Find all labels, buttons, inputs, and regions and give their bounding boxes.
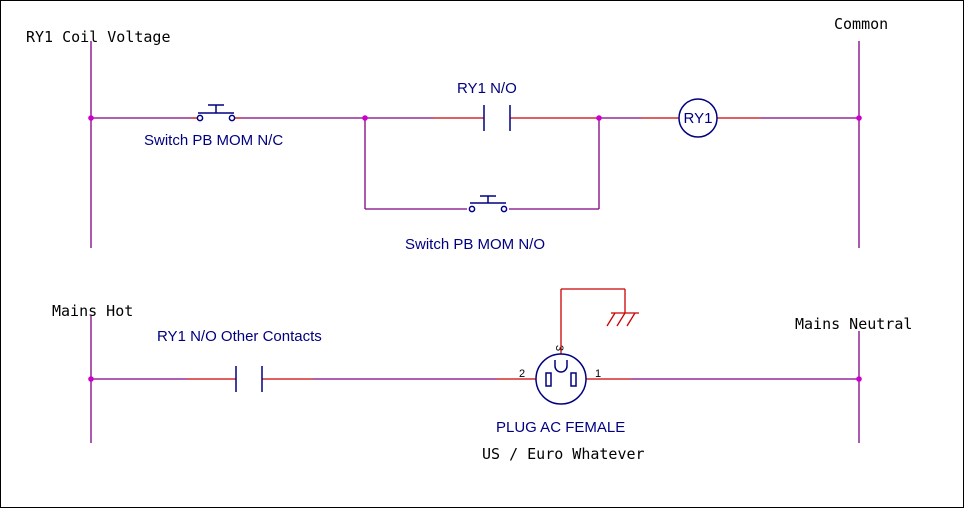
label-plug-note: US / Euro Whatever [482,445,645,463]
relay-coil [678,98,718,138]
label-relay-contact-no: RY1 N/O [457,80,517,97]
label-relay-coil: RY1 [684,110,713,127]
node-left-rung2 [88,376,94,382]
ground-symbol [560,288,639,359]
label-switch-no: Switch PB MOM N/O [405,236,545,253]
label-mains-hot: Mains Hot [52,302,133,320]
label-mains-neutral: Mains Neutral [795,315,912,333]
label-relay-other-contacts: RY1 N/O Other Contacts [157,328,322,345]
node-right-rung2 [856,376,862,382]
label-coil-voltage: RY1 Coil Voltage [26,28,171,46]
label-pin-3: 3 [553,345,565,351]
label-common: Common [834,15,888,33]
switch-pb-mom-nc [196,104,236,122]
label-pin-1: 1 [595,368,601,380]
node-left-rung1 [88,115,94,121]
node-branch-left [362,115,368,121]
relay-contact-no [483,105,511,131]
node-right-rung1 [856,115,862,121]
label-plug: PLUG AC FEMALE [496,419,625,436]
switch-pb-mom-no [468,195,508,213]
label-pin-2: 2 [519,368,525,380]
relay-other-contacts [235,366,263,392]
node-branch-right [596,115,602,121]
ac-plug-female [535,353,587,405]
label-switch-nc: Switch PB MOM N/C [144,132,283,149]
